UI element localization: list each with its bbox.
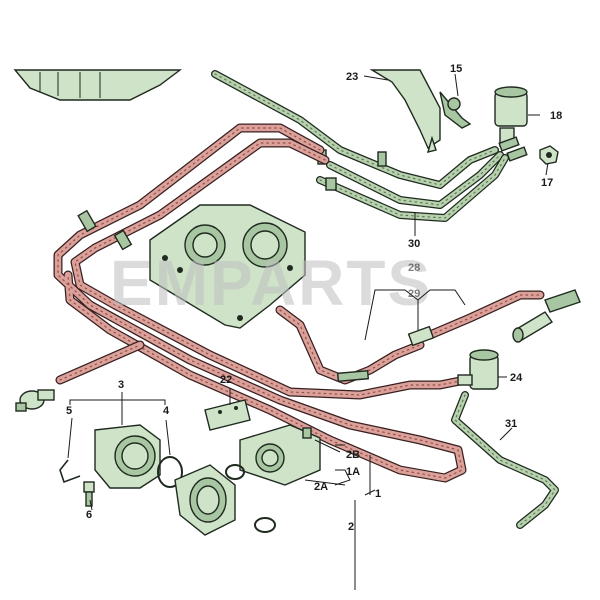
hex-nut-17 [539,145,559,165]
wire-clip-5 [59,459,81,484]
flange-assembly-1A [225,424,321,486]
callout-5: 5 [66,405,72,417]
breather-hose-group [211,70,559,529]
callout-28: 28 [408,262,420,274]
callout-6: 6 [86,509,92,521]
o-ring-4 [157,456,183,488]
gasket-22 [204,399,251,431]
throttle-housing-center [149,204,306,329]
callout-4: 4 [163,405,170,417]
t-piece-connector [407,325,435,347]
engine-cover-fragment [13,69,183,101]
hose-holder-clip [77,209,370,383]
solenoid-valve-24 [457,349,499,390]
mounting-bracket [369,69,472,153]
callout-23: 23 [346,71,358,83]
callout-3: 3 [118,379,124,391]
throttle-body-3 [94,424,161,489]
callout-29: 29 [408,288,420,300]
callout-31: 31 [505,418,517,430]
callout-22: 22 [220,374,232,386]
callout-1: 1 [375,488,381,500]
callout-18: 18 [550,110,562,122]
hose-adapter [512,289,581,343]
callout-2A: 2A [314,481,328,493]
callout-24: 24 [510,372,523,384]
callout-15: 15 [450,63,462,75]
callout-2B: 2B [346,449,360,461]
watermark-text: EMPARTS [110,247,432,319]
callout-1A: 1A [346,466,360,478]
callout-30: 30 [408,238,420,250]
leader-lines [67,73,549,590]
non-return-valve [15,389,55,412]
intake-adapter-2 [174,464,276,536]
bolt-6 [83,481,95,507]
hose-connector [498,136,528,162]
callout-2: 2 [348,521,354,533]
callout-17: 17 [541,177,553,189]
